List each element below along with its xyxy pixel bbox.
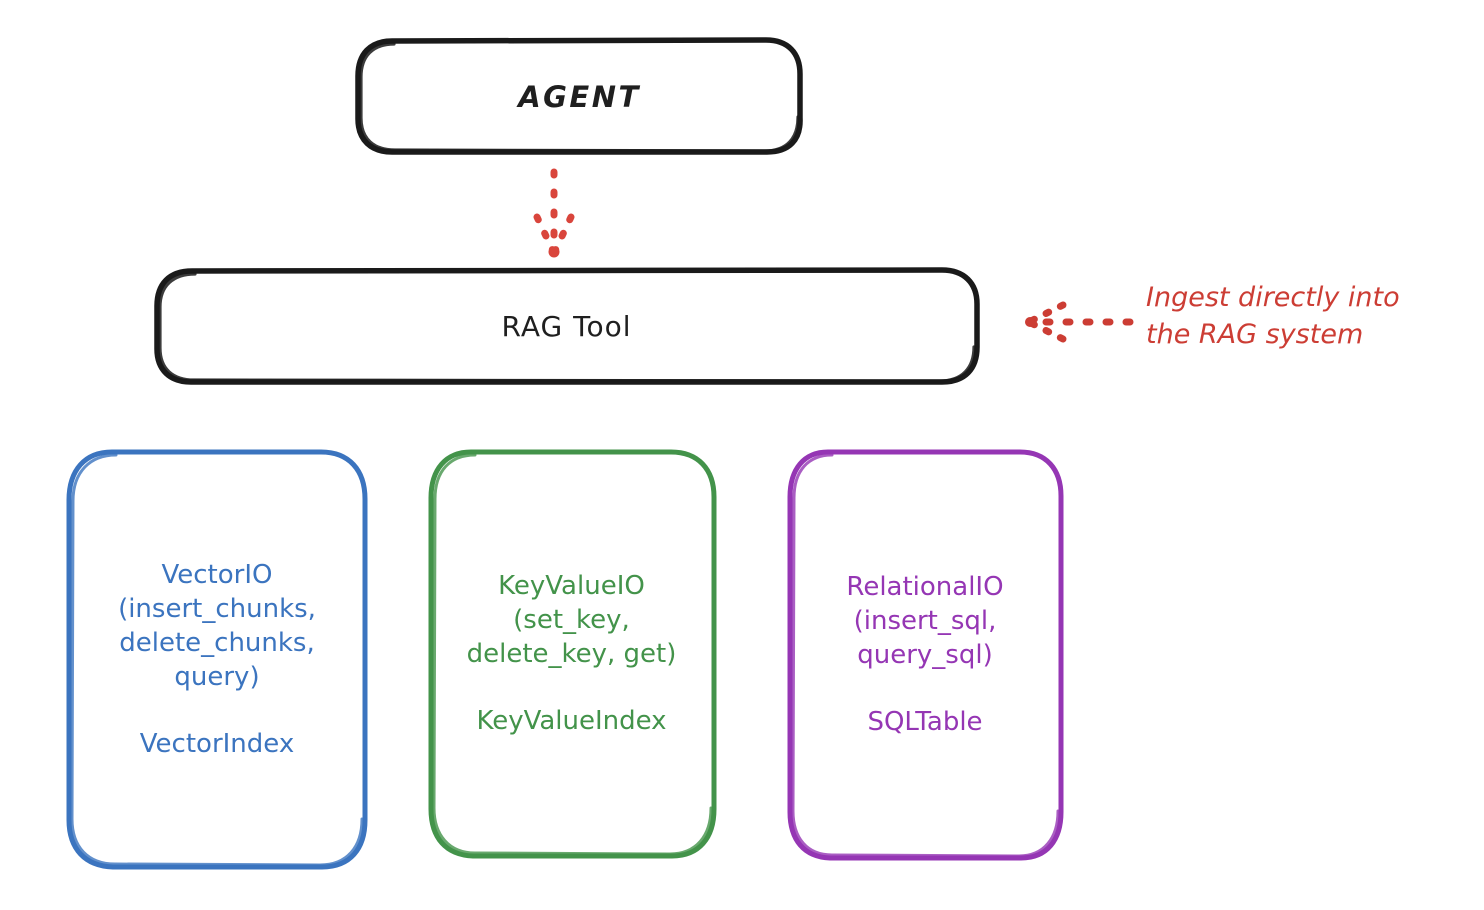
ingest-annotation-text: Ingest directly into the RAG system xyxy=(1146,282,1400,351)
rag-tool-label: RAG Tool xyxy=(501,310,632,343)
vectorio-index-label: VectorIndex xyxy=(139,728,295,759)
rag-tool-node[interactable]: RAG Tool xyxy=(156,269,977,384)
rag-tool-box-outline xyxy=(154,267,980,385)
vectorio-box-outline xyxy=(66,449,368,870)
relationalio-index-label: SQLTable xyxy=(867,706,983,737)
connector-ingest-to-rag-tool xyxy=(1025,301,1134,343)
relationalio-node[interactable]: RelationalIO (insert_sql, query_sql) SQL… xyxy=(789,450,1061,858)
keyvalueio-index-label: KeyValueIndex xyxy=(476,705,667,736)
connector-agent-to-rag-tool xyxy=(533,168,575,258)
keyvalueio-box-outline xyxy=(428,449,717,859)
relationalio-box-outline xyxy=(787,449,1064,861)
vectorio-api-label: VectorIO (insert_chunks, delete_chunks, … xyxy=(118,560,316,692)
vectorio-node[interactable]: VectorIO (insert_chunks, delete_chunks, … xyxy=(68,450,366,868)
agent-label: AGENT xyxy=(518,79,641,114)
keyvalueio-api-label: KeyValueIO (set_key, delete_key, get) xyxy=(466,571,677,669)
relationalio-api-label: RelationalIO (insert_sql, query_sql) xyxy=(846,572,1004,670)
agent-box-outline xyxy=(355,37,803,155)
keyvalueio-node[interactable]: KeyValueIO (set_key, delete_key, get) Ke… xyxy=(429,450,714,856)
agent-node[interactable]: AGENT xyxy=(357,39,802,154)
